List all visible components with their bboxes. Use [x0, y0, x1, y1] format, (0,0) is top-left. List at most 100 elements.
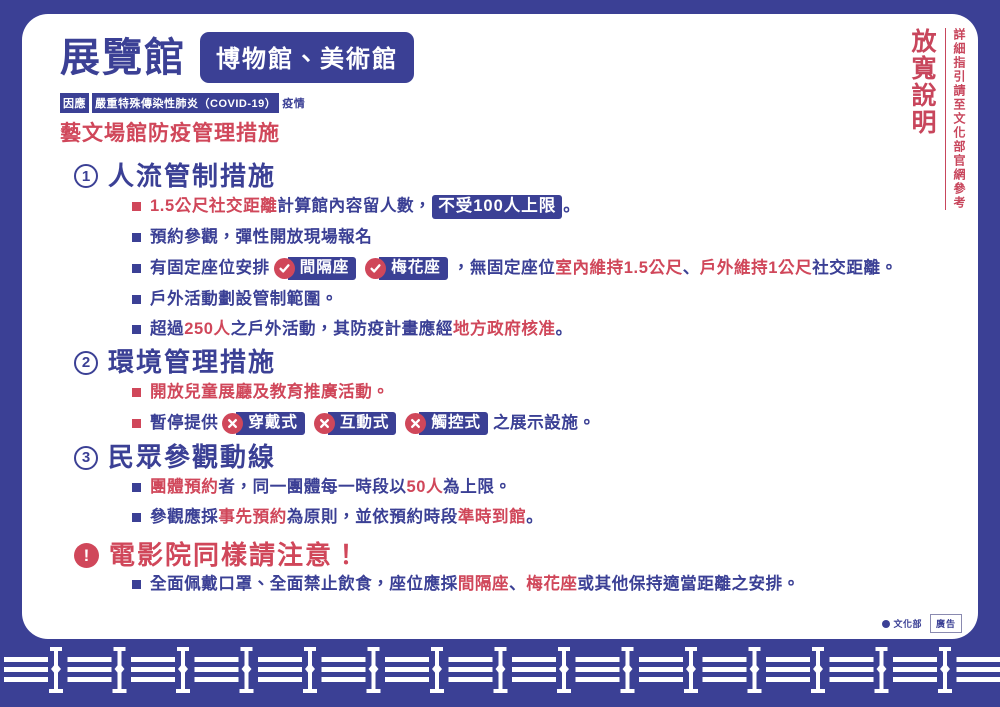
- subtitle-tag-reason: 因應: [60, 93, 89, 113]
- section-number: 1: [74, 164, 98, 189]
- warning-section: ! 電影院同樣請注意！ 全面佩戴口罩、全面禁止飲食，座位應採間隔座、梅花座或其他保持…: [74, 541, 948, 597]
- bullet-text: 預約參觀，彈性開放現場報名: [150, 227, 373, 246]
- section-header: 2 環境管理措施: [74, 348, 948, 377]
- section-header: 1 人流管制措施: [74, 162, 948, 191]
- bullet-text: 梅花座: [526, 575, 578, 594]
- bullet-text: 為上限。: [443, 477, 512, 496]
- x-icon: [222, 413, 244, 435]
- warning-title: 電影院同樣請注意！: [109, 539, 362, 570]
- ad-label: 廣告: [929, 614, 962, 633]
- subtitle-tag-epidemic: 疫情: [282, 98, 306, 110]
- bullet-text: 開放兒童展廳及教育推廣活動。: [150, 382, 390, 401]
- bullet-text: 全面佩戴口罩、全面禁止飲食，座位應採: [150, 575, 458, 594]
- bullet-text: 、: [682, 258, 700, 277]
- bullet-text: 。: [563, 197, 581, 216]
- bullet-list: 1.5公尺社交距離計算館內容留人數，不受100人上限。預約參觀，彈性開放現場報名…: [132, 194, 948, 342]
- ministry-of-culture-logo: 文化部: [882, 617, 922, 630]
- bullet-text: ，無固定座位: [452, 258, 556, 277]
- bullet-text: 地方政府核准: [452, 320, 556, 339]
- bullet-text: 。: [555, 320, 573, 339]
- bullet-marker-icon: [132, 419, 141, 429]
- bullet-text: 或其他保持適當距離之安排。: [577, 575, 800, 594]
- badge-label: 間隔座: [286, 256, 358, 282]
- bullet-marker-icon: [132, 482, 141, 492]
- bullet-text: 、: [509, 575, 527, 594]
- section-number: 3: [74, 445, 98, 470]
- section-number: 2: [74, 350, 98, 375]
- bullet-text: 暫停提供: [150, 413, 219, 432]
- bullet-item: 預約參觀，彈性開放現場報名: [132, 226, 948, 249]
- subtitle-tag-disease: 嚴重特殊傳染性肺炎（COVID-19）: [92, 93, 280, 113]
- x-icon: [313, 413, 335, 435]
- section: 2 環境管理措施開放兒童展廳及教育推廣活動。暫停提供穿戴式互動式觸控式之展示設施。: [74, 348, 948, 437]
- bullet-marker-icon: [132, 202, 141, 212]
- check-icon: [365, 258, 387, 280]
- bullet-item: 全面佩戴口罩、全面禁止飲食，座位應採間隔座、梅花座或其他保持適當距離之安排。: [132, 573, 948, 596]
- bullet-item: 開放兒童展廳及教育推廣活動。: [132, 381, 948, 404]
- logo-text: 文化部: [893, 619, 922, 629]
- bullet-text: 250人: [184, 320, 231, 339]
- bullet-marker-icon: [132, 264, 141, 274]
- bullet-item: 參觀應採事先預約為原則，並依預約時段準時到館。: [132, 506, 948, 529]
- bullet-text: 事先預約: [218, 507, 287, 526]
- badge-group: 穿戴式: [222, 410, 306, 437]
- bullet-text: 戶外維持1公尺: [699, 258, 813, 277]
- bullet-text: 1.5公尺社交距離: [150, 197, 278, 216]
- vertical-note-detail: 詳細指引請至文化部官網參考: [945, 28, 968, 210]
- section-title: 民眾參觀動線: [108, 442, 277, 473]
- bullet-list: 開放兒童展廳及教育推廣活動。暫停提供穿戴式互動式觸控式之展示設施。: [132, 381, 948, 437]
- section-title: 人流管制措施: [108, 161, 277, 191]
- bullet-text: 為原則，並依預約時段: [286, 507, 458, 526]
- bullet-text: 間隔座: [457, 575, 510, 594]
- bullet-marker-icon: [132, 295, 141, 305]
- vertical-note: 放寬說明 詳細指引請至文化部官網參考: [904, 28, 968, 218]
- bullet-marker-icon: [132, 325, 141, 335]
- bullet-item: 戶外活動劃設管制範圍。: [132, 288, 948, 311]
- logo-mark-icon: [882, 619, 891, 628]
- bullet-text: 團體預約: [150, 477, 219, 496]
- exclamation-icon: !: [74, 542, 99, 568]
- section-header: 3 民眾參觀動線: [74, 443, 948, 472]
- white-panel: 展覽館 博物館、美術館 因應 嚴重特殊傳染性肺炎（COVID-19） 疫情 藝文…: [22, 14, 978, 639]
- section-title: 環境管理措施: [108, 347, 277, 378]
- bullet-marker-icon: [132, 580, 141, 590]
- bullet-text: 計算館內容留人數，: [277, 197, 432, 216]
- bullet-text: 。: [526, 507, 544, 526]
- bullet-text: 之戶外活動，其防疫計畫應經: [230, 320, 453, 339]
- bullet-text: 戶外活動劃設管制範圍。: [150, 290, 339, 309]
- bullet-text: 50人: [406, 477, 444, 496]
- badge-label: 梅花座: [378, 256, 449, 282]
- bullet-item: 1.5公尺社交距離計算館內容留人數，不受100人上限。: [132, 194, 948, 220]
- venue-type-pill: 博物館、美術館: [200, 32, 414, 83]
- title-row: 展覽館 博物館、美術館: [60, 32, 414, 83]
- badge-label: 穿戴式: [235, 410, 306, 437]
- bullet-item: 有固定座位安排間隔座梅花座，無固定座位室內維持1.5公尺、戶外維持1公尺社交距離…: [132, 256, 948, 282]
- subtitle-line: 因應 嚴重特殊傳染性肺炎（COVID-19） 疫情: [60, 93, 414, 113]
- bullet-text: 有固定座位安排: [150, 258, 270, 277]
- bullet-marker-icon: [132, 233, 141, 243]
- bullet-text: 者，同一團體每一時段以: [218, 477, 407, 496]
- railing-decoration: [0, 639, 1000, 707]
- warning-bullet-list: 全面佩戴口罩、全面禁止飲食，座位應採間隔座、梅花座或其他保持適當距離之安排。: [132, 573, 948, 596]
- badge-label: 觸控式: [418, 410, 489, 437]
- footer-logos: 文化部 廣告: [882, 614, 962, 633]
- bullet-text: 超過: [150, 320, 185, 339]
- badge-group: 間隔座: [273, 256, 358, 282]
- bullet-text: 參觀應採: [150, 507, 219, 526]
- page-title: 展覽館: [60, 35, 186, 80]
- vertical-note-heading: 放寬說明: [908, 28, 936, 136]
- check-icon: [273, 258, 295, 280]
- bullet-text: 室內維持1.5公尺: [555, 258, 683, 277]
- subtitle-headline: 藝文場館防疫管理措施: [60, 122, 280, 145]
- badge-group: 梅花座: [365, 256, 449, 282]
- bullet-text: 準時到館: [457, 507, 527, 526]
- bullet-marker-icon: [132, 387, 141, 397]
- bullet-text: 之展示設施。: [492, 413, 596, 432]
